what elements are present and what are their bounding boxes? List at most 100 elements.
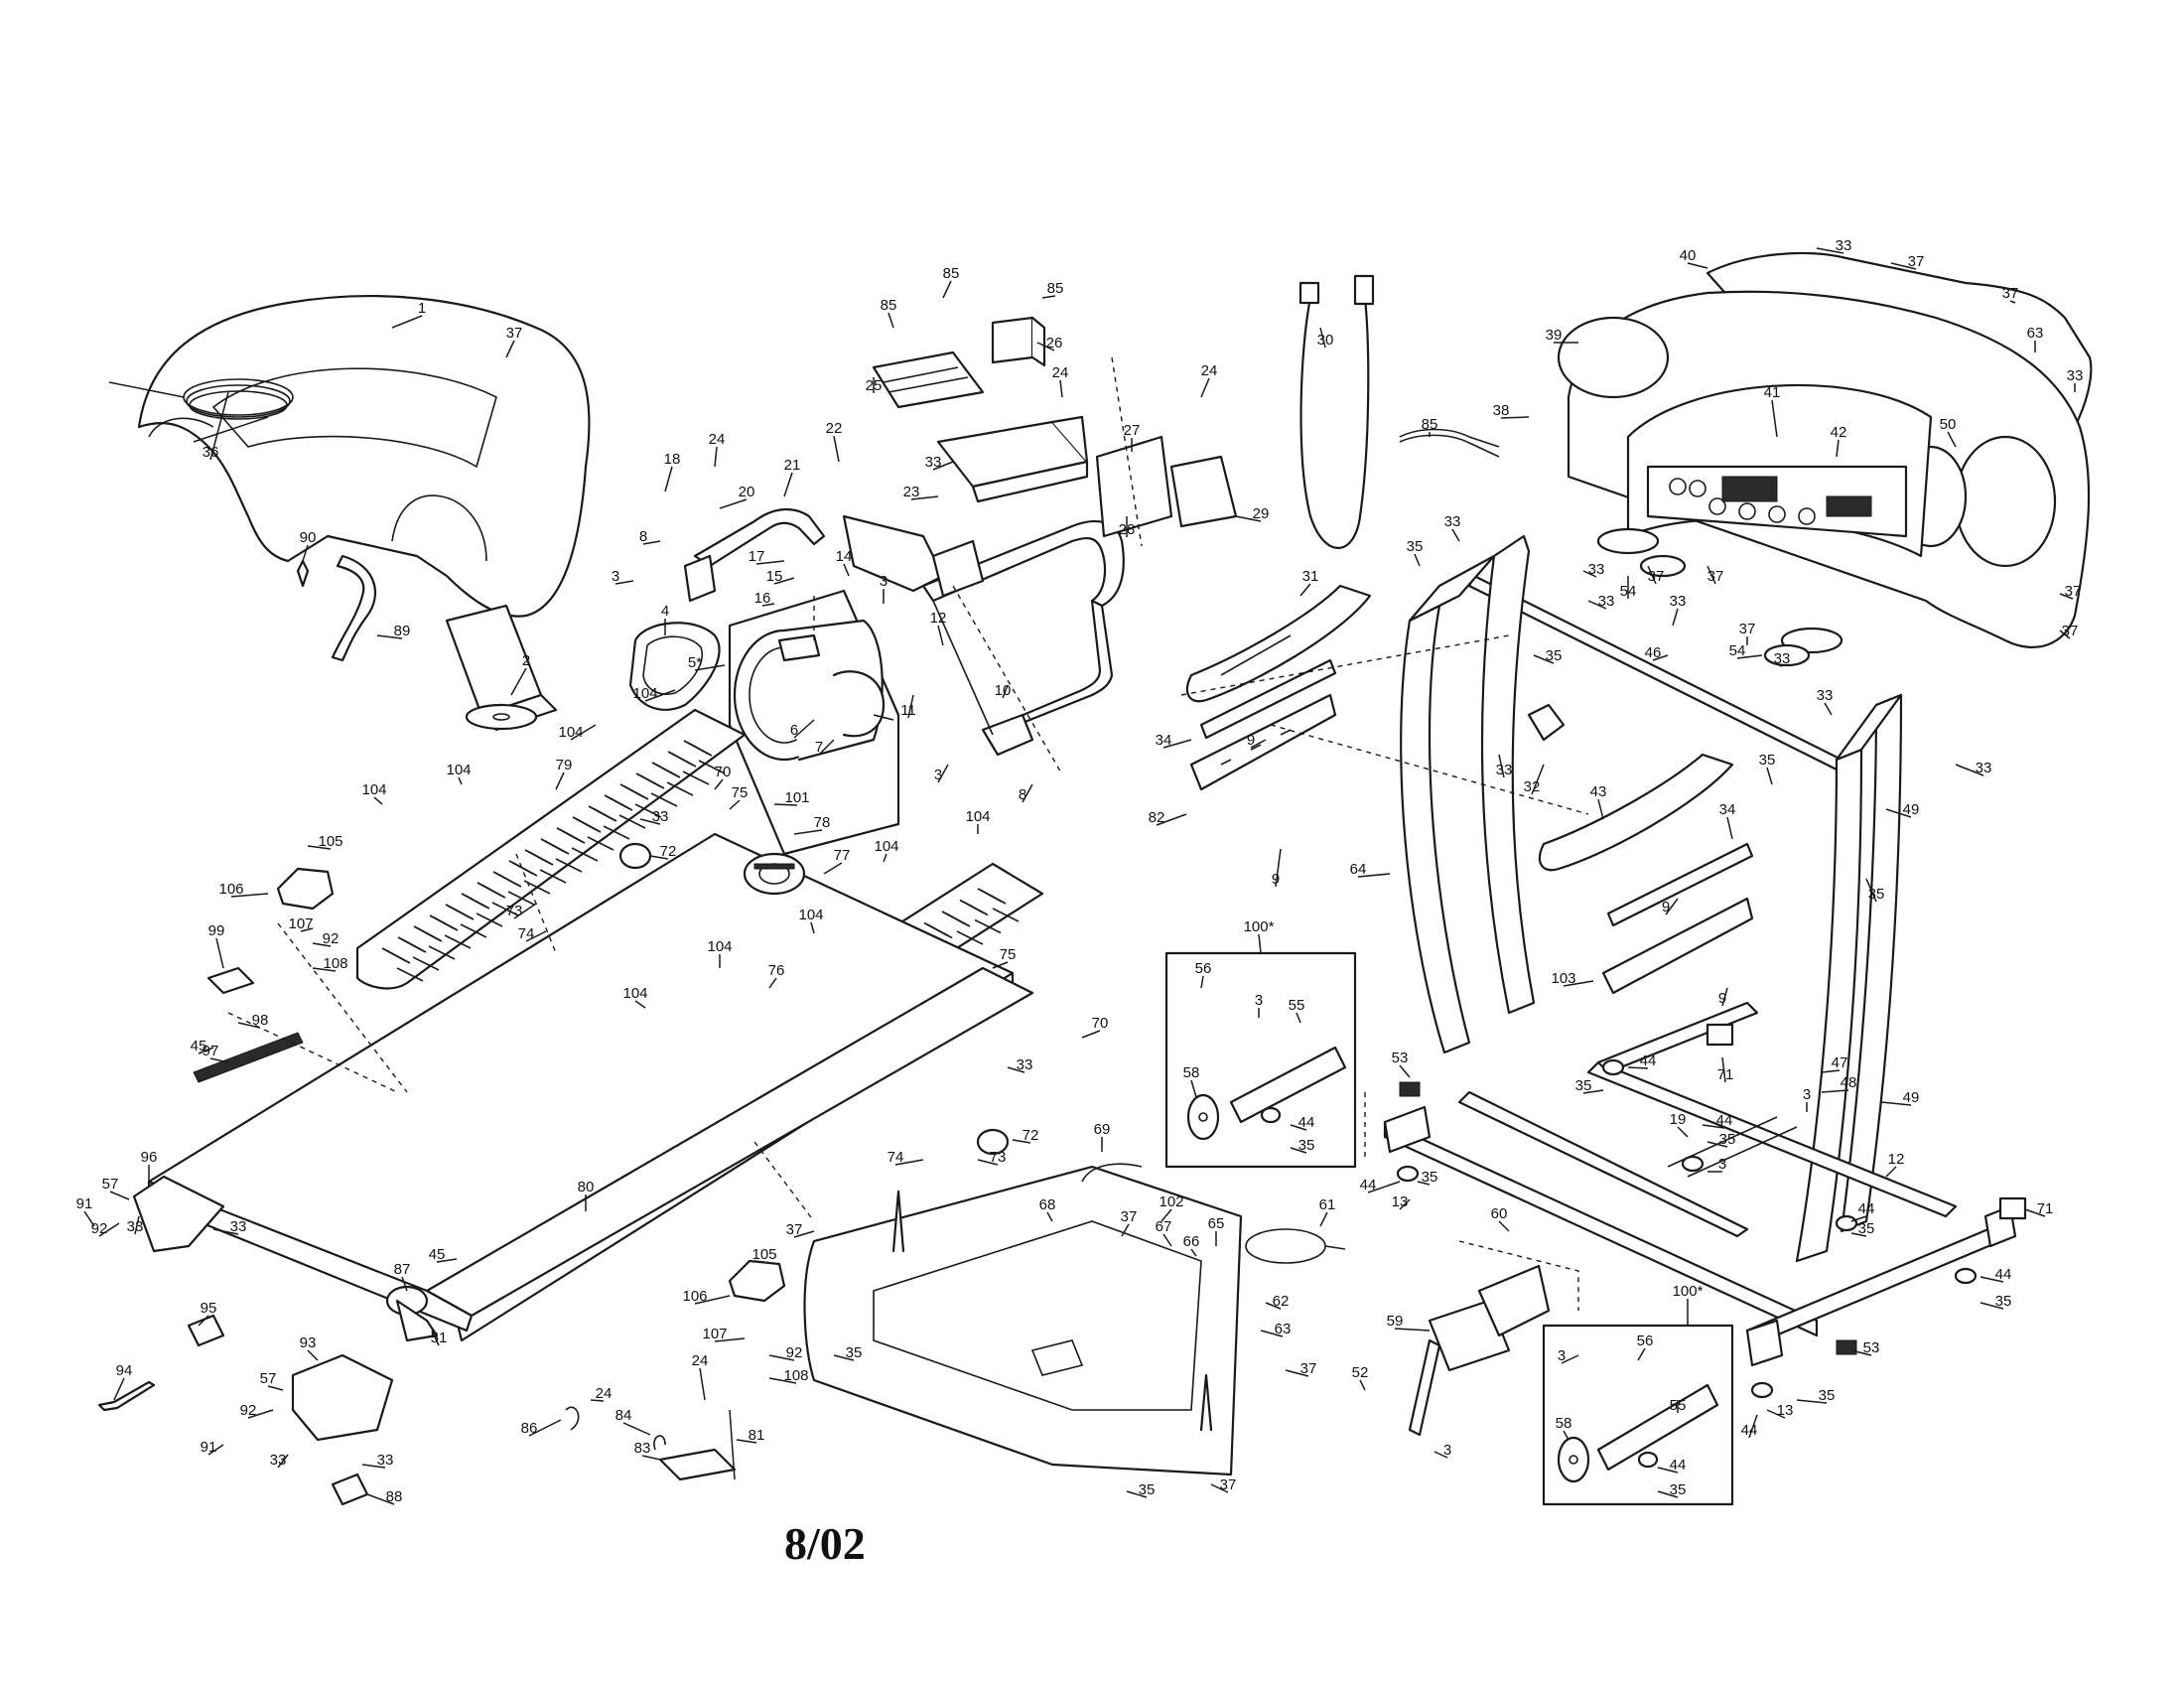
incline-motor-59 (1408, 1264, 1551, 1437)
leader-line (1200, 377, 1210, 398)
callout-48: 48 (1841, 1074, 1857, 1091)
callout-44: 44 (1858, 1200, 1875, 1217)
callout-31: 31 (1302, 568, 1319, 585)
leader-line (1880, 1101, 1912, 1106)
footrail-slot (618, 814, 646, 829)
callout-33: 33 (1444, 513, 1461, 530)
leader-line (1041, 295, 1056, 299)
leader-line (768, 1377, 797, 1384)
leveling-feet-44 (1396, 1058, 1978, 1399)
leader-line (664, 466, 673, 492)
leader-line (1260, 1330, 1284, 1337)
callout-37: 37 (786, 1221, 803, 1238)
callout-37: 37 (2062, 623, 2079, 639)
leader-line (793, 719, 815, 739)
leader-line (312, 942, 332, 947)
leader-line (1002, 684, 1009, 699)
callout-98: 98 (252, 1012, 269, 1029)
callout-33: 33 (1017, 1056, 1033, 1073)
callout-104: 104 (632, 685, 657, 702)
callout-73: 73 (990, 1149, 1007, 1166)
leader-line (977, 1159, 999, 1166)
callout-3: 3 (1255, 992, 1263, 1009)
handrail-bracket-34 (1199, 658, 1754, 927)
callout-58: 58 (1556, 1415, 1572, 1432)
callout-3: 3 (1803, 1086, 1811, 1103)
callout-46: 46 (1645, 644, 1662, 661)
leader-line (833, 435, 840, 463)
leader-line (1890, 262, 1917, 270)
leader-line (373, 796, 383, 805)
callout-56: 56 (1637, 1333, 1654, 1349)
date-code-label: 8/02 (784, 1518, 866, 1569)
console-handles-54 (1596, 527, 1843, 667)
leader-line (714, 446, 718, 468)
callout-104: 104 (622, 985, 647, 1002)
leader-line (1597, 798, 1604, 820)
callout-58: 58 (1183, 1064, 1200, 1081)
callout-56: 56 (1195, 960, 1212, 977)
leader-line (755, 560, 785, 565)
footrail-slot (572, 816, 602, 833)
footrail-slot (445, 904, 475, 920)
leader-line (277, 1454, 289, 1469)
footrail-slot (524, 849, 554, 866)
footrail-slot (428, 945, 456, 960)
leader-line (1235, 515, 1262, 522)
callout-38: 38 (1493, 402, 1510, 419)
bracket-95-88 (187, 1314, 369, 1506)
callout-3: 3 (880, 573, 887, 590)
leader-line (307, 845, 332, 850)
callout-91: 91 (201, 1439, 217, 1456)
leader-line (209, 391, 229, 461)
callout-14: 14 (836, 548, 853, 565)
bracket-99 (206, 966, 255, 995)
leader-line (1126, 1490, 1148, 1498)
footrail-slot (587, 836, 614, 851)
callout-17: 17 (749, 548, 765, 565)
callout-67: 67 (1156, 1218, 1172, 1235)
rear-cap-left-96 (132, 1175, 225, 1253)
callout-24: 24 (1201, 362, 1218, 379)
callout-69: 69 (1094, 1121, 1111, 1138)
callout-54: 54 (1729, 642, 1746, 659)
leader-line (793, 1230, 815, 1238)
callout-26: 26 (1046, 335, 1063, 351)
callout-35: 35 (1575, 1077, 1592, 1094)
callout-3: 3 (934, 767, 942, 783)
leader-line (1687, 262, 1708, 269)
leader-line (639, 818, 661, 825)
ground-wire-69 (1081, 1163, 1143, 1183)
callout-47: 47 (1832, 1054, 1848, 1071)
leader-line (207, 1444, 224, 1456)
inset-box-wheel-right (1542, 1324, 1734, 1506)
callout-11: 11 (900, 702, 916, 719)
callout-33: 33 (1598, 593, 1615, 610)
callout-33: 33 (1670, 593, 1687, 610)
callout-30: 30 (1317, 332, 1334, 349)
callout-45: 45 (191, 1038, 207, 1054)
power-cord-61 (1245, 1228, 1346, 1264)
callout-104: 104 (965, 808, 990, 825)
callout-104: 104 (361, 781, 386, 798)
callout-35: 35 (1858, 1220, 1875, 1237)
leader-line (753, 1260, 765, 1263)
leader-line (1796, 1399, 1828, 1404)
crossbar-46 (1467, 574, 1843, 772)
leader-line (1766, 1409, 1786, 1419)
callout-72: 72 (660, 843, 677, 860)
callout-33: 33 (925, 454, 942, 471)
callout-49: 49 (1903, 1089, 1920, 1106)
leader-line (1200, 975, 1204, 989)
leader-line (1290, 1124, 1307, 1131)
footrail-slot (412, 956, 440, 971)
leader-line (1417, 1181, 1431, 1186)
callout-57: 57 (260, 1370, 277, 1387)
callout-33: 33 (652, 808, 669, 825)
callout-105: 105 (318, 833, 342, 850)
footrail-slot (619, 783, 649, 800)
callout-70: 70 (1092, 1015, 1109, 1032)
board-27 (1095, 435, 1173, 538)
callout-27: 27 (1124, 422, 1141, 439)
callout-33: 33 (270, 1452, 287, 1469)
